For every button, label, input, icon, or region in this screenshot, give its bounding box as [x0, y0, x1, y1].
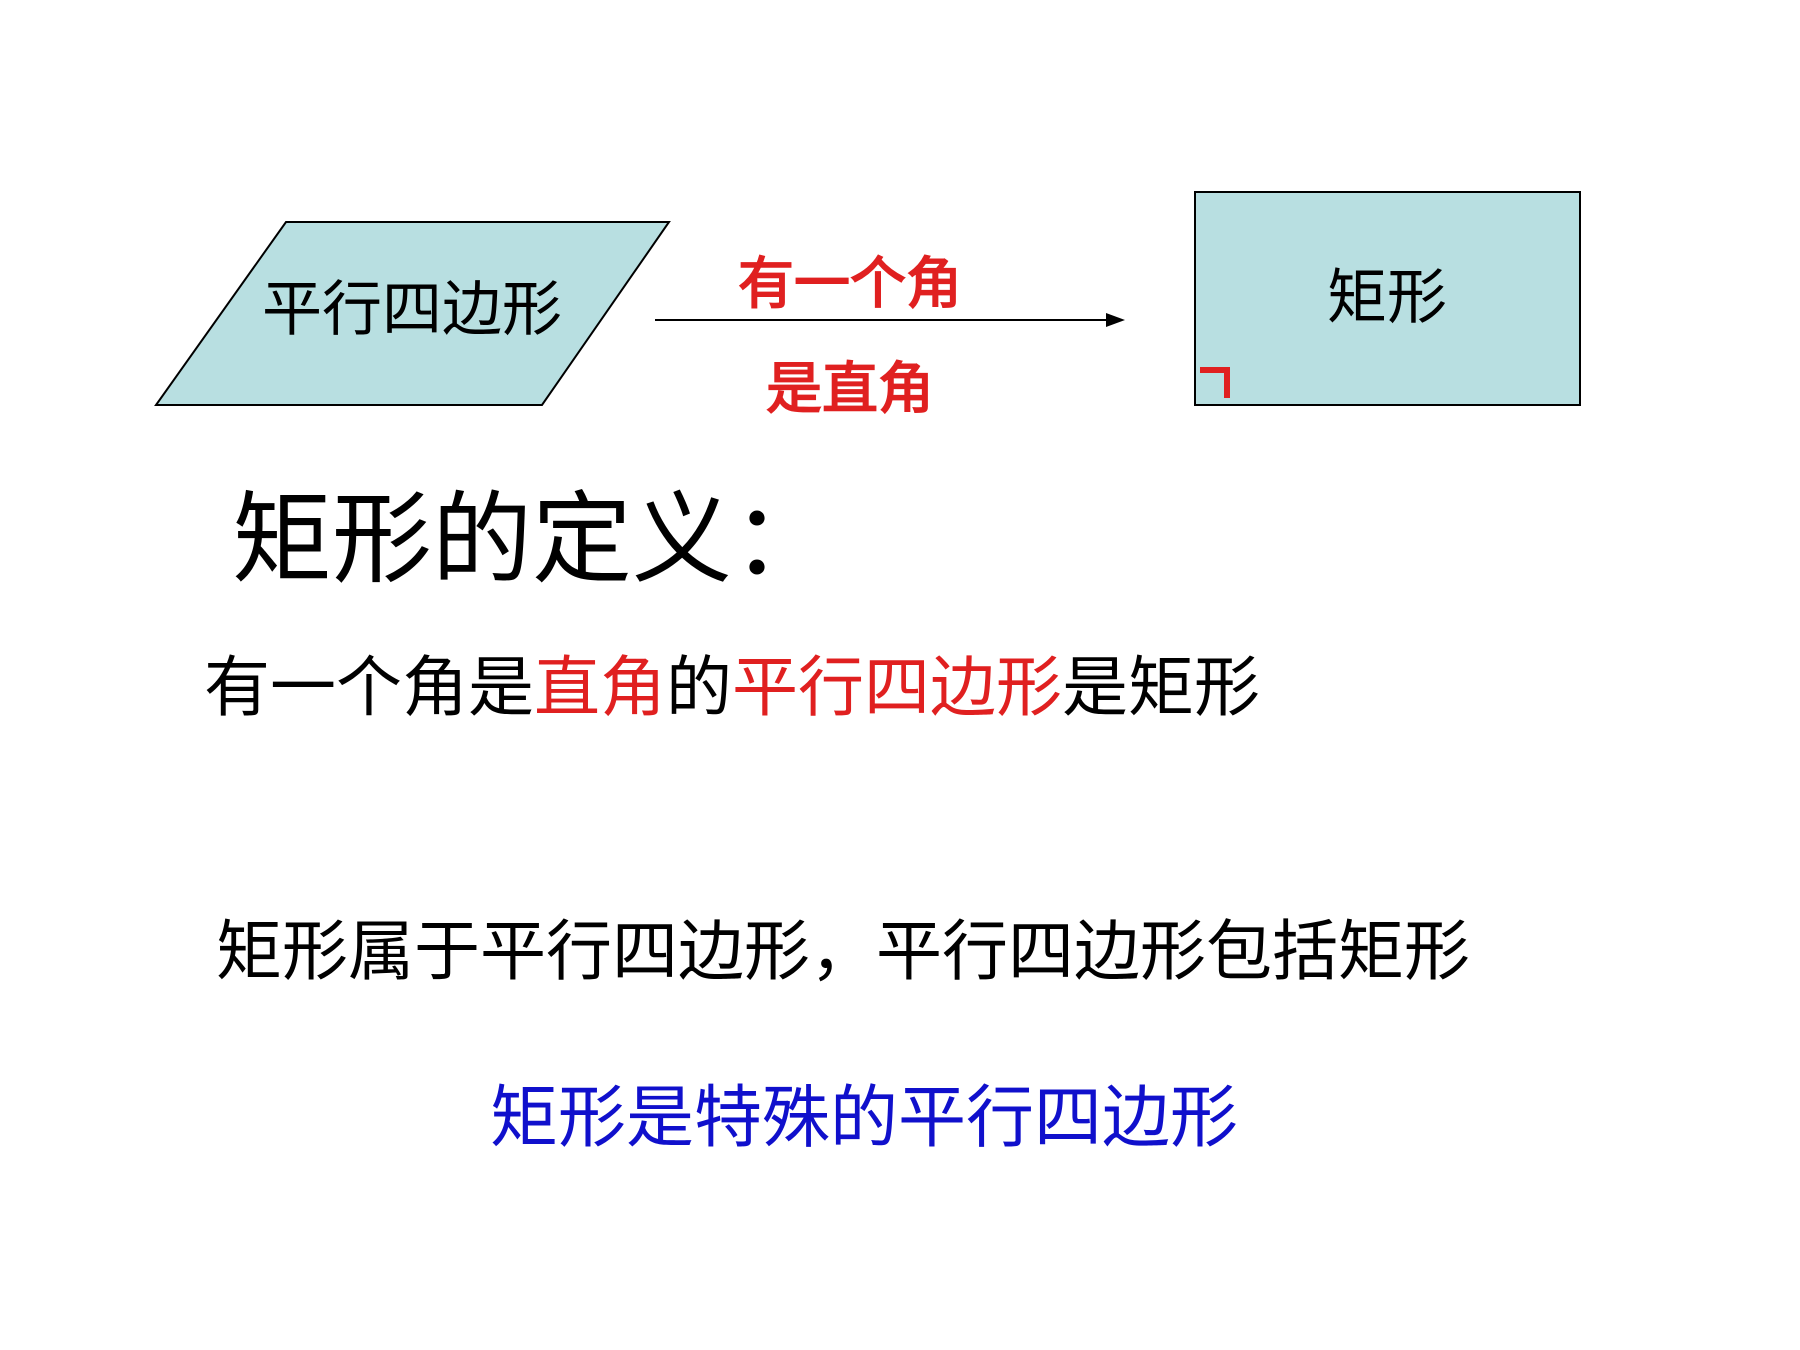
- right-angle-mark-icon: [1200, 367, 1230, 398]
- definition-part-3: 的: [666, 649, 732, 726]
- definition-part-right-angle: 直角: [534, 649, 666, 726]
- parallelogram-shape: [154, 221, 671, 406]
- arrow-label-top: 有一个角: [738, 251, 962, 317]
- definition-sentence: 有一个角是直角的平行四边形是矩形: [204, 648, 1260, 728]
- rectangle-shape: [1194, 191, 1581, 406]
- conclusion-sentence: 矩形是特殊的平行四边形: [490, 1079, 1239, 1158]
- parallelogram-label: 平行四边形: [262, 275, 562, 345]
- arrow-head-icon: [1106, 313, 1125, 327]
- definition-part-1: 有一个角是: [204, 649, 534, 726]
- relation-sentence: 矩形属于平行四边形，平行四边形包括矩形: [216, 913, 1470, 990]
- rectangle-label: 矩形: [1327, 263, 1447, 333]
- definition-part-5: 是矩形: [1062, 649, 1260, 726]
- arrow-label-bottom: 是直角: [766, 356, 934, 422]
- transformation-diagram: 平行四边形 有一个角 是直角 矩形: [154, 191, 1581, 422]
- definition-part-parallelogram: 平行四边形: [732, 649, 1062, 726]
- definition-title: 矩形的定义：: [232, 481, 832, 598]
